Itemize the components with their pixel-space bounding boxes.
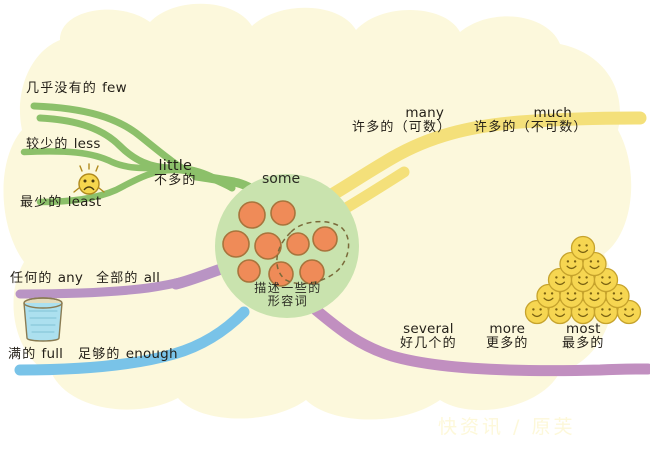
label-least: 最少的 least bbox=[20, 194, 102, 210]
sad-face-icon bbox=[73, 163, 105, 195]
label-enough: 足够的 enough bbox=[78, 346, 178, 362]
label-several: several 好几个的 bbox=[400, 321, 457, 352]
label-most: most 最多的 bbox=[562, 321, 605, 352]
label-any: 任何的 any bbox=[10, 270, 84, 286]
label-all: 全部的 all bbox=[96, 270, 161, 286]
label-more: more 更多的 bbox=[486, 321, 529, 352]
watermark: 快资讯 / 原芙 bbox=[438, 416, 576, 438]
branch-full-enough bbox=[14, 306, 250, 376]
label-full: 满的 full bbox=[8, 346, 64, 362]
label-many: many 许多的（可数） bbox=[352, 105, 452, 136]
branch-several-more-most bbox=[310, 304, 650, 377]
center-dots-group bbox=[222, 200, 350, 287]
center-label-english: some bbox=[262, 171, 301, 187]
water-glass-icon bbox=[23, 297, 63, 342]
label-little: little 不多的 bbox=[154, 158, 197, 189]
label-few: 几乎没有的 few bbox=[26, 80, 127, 96]
label-much: much 许多的（不可数） bbox=[474, 105, 588, 136]
branch-little bbox=[20, 102, 267, 206]
label-less: 较少的 less bbox=[26, 136, 101, 152]
smiley-pile-icon bbox=[524, 235, 642, 325]
center-label-chinese: 描述一些的 形容词 bbox=[254, 281, 322, 309]
